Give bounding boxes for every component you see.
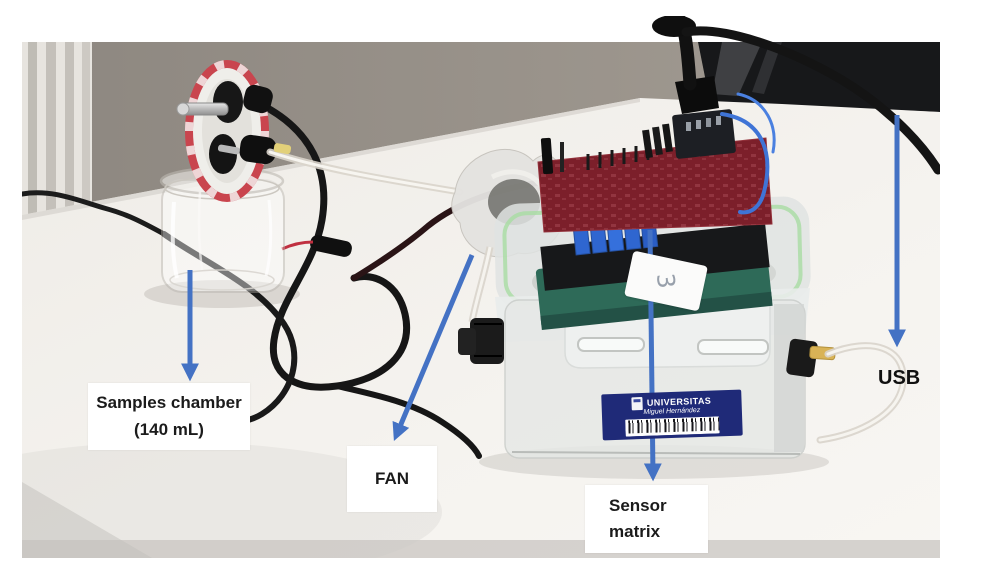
samples-chamber-label: Samples chamber (140 mL) [88, 383, 250, 450]
photo-scene [22, 16, 940, 558]
university-sticker: UNIVERSITAS Miguel Hernández [601, 389, 743, 441]
air-tube-right [816, 342, 907, 444]
university-crest-icon [631, 396, 644, 410]
cable-connector [281, 235, 352, 257]
barcode [625, 415, 720, 437]
sensor-matrix-label-line1: Sensor [609, 495, 667, 515]
experiment-photo [22, 16, 940, 558]
pin-headers [586, 144, 650, 170]
sensor-matrix-label-line2: matrix [609, 522, 661, 541]
chamber-lid-disc [176, 60, 277, 202]
samples-chamber-label-line1: Samples chamber [96, 393, 242, 413]
fan-label: FAN [347, 446, 437, 512]
usb-plug [675, 76, 719, 114]
fan-label-text: FAN [375, 468, 409, 488]
cable-gland-left [458, 318, 504, 364]
sticker-subtitle: Miguel Hernández [643, 406, 701, 416]
handwritten-number: 3 [651, 271, 681, 291]
blue-jumper-wires [720, 92, 776, 215]
usb-label: USB [878, 367, 920, 390]
sticker-title: UNIVERSITAS [646, 395, 712, 408]
air-tube-left [266, 143, 464, 196]
samples-chamber-label-line2: (140 mL) [134, 419, 204, 439]
monitor [698, 42, 940, 112]
fan-arrow [392, 254, 475, 441]
usb-cable [652, 16, 940, 175]
usb-label-text: USB [878, 367, 921, 389]
sensor-matrix-label: Sensor matrix [585, 485, 708, 553]
